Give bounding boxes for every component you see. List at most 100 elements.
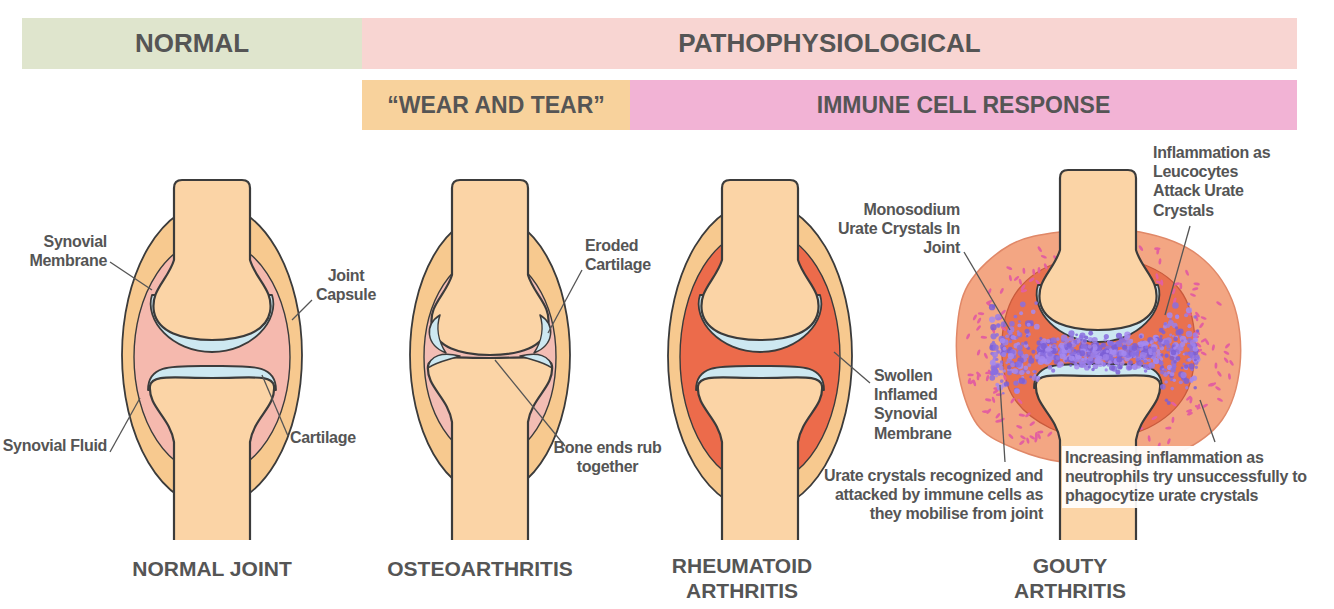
- eroded-cartilage: [429, 315, 446, 353]
- urate-crystal: [1138, 361, 1143, 366]
- leucocyte: [1198, 322, 1204, 329]
- osteoarthritis-joint: [410, 180, 570, 540]
- urate-crystal: [1116, 356, 1122, 362]
- urate-crystal: [1014, 315, 1018, 319]
- urate-crystal: [1172, 335, 1175, 338]
- urate-crystal: [1017, 350, 1023, 356]
- urate-crystal: [1188, 363, 1194, 369]
- urate-crystal: [1137, 342, 1140, 345]
- urate-crystal: [1144, 369, 1148, 373]
- leucocyte: [1224, 343, 1230, 350]
- leader-lines: [110, 226, 1215, 462]
- urate-crystal: [1024, 354, 1029, 359]
- urate-crystal: [1002, 392, 1005, 395]
- leucocyte: [1179, 283, 1182, 289]
- urate-crystal: [1159, 345, 1162, 348]
- urate-crystal: [1139, 335, 1142, 338]
- urate-crystal: [1123, 345, 1126, 348]
- urate-crystal: [1092, 337, 1098, 343]
- urate-crystal: [1145, 342, 1149, 346]
- urate-crystal: [1016, 336, 1019, 339]
- bone: [428, 357, 552, 540]
- urate-crystal: [1084, 335, 1088, 339]
- urate-crystal: [1148, 359, 1152, 363]
- callout-label: Bone ends rub together: [545, 438, 670, 476]
- urate-crystal: [1160, 384, 1166, 390]
- urate-crystal: [1088, 365, 1091, 368]
- leucocyte: [1028, 277, 1035, 283]
- leucocyte: [1018, 413, 1025, 417]
- urate-crystal: [1056, 355, 1061, 360]
- leucocyte: [1170, 401, 1177, 407]
- urate-crystal: [1052, 344, 1055, 347]
- leucocyte: [1016, 424, 1023, 429]
- urate-crystal: [1024, 329, 1029, 334]
- leucocyte: [1216, 301, 1223, 307]
- leucocyte: [999, 287, 1004, 294]
- leucocyte: [1035, 432, 1038, 439]
- urate-crystal: [1088, 356, 1093, 361]
- urate-crystal: [1167, 401, 1171, 405]
- urate-crystal: [1051, 337, 1057, 343]
- urate-crystal: [1068, 330, 1074, 336]
- urate-crystal: [1027, 323, 1031, 327]
- urate-crystal: [1074, 359, 1077, 362]
- leucocyte: [1151, 415, 1158, 420]
- leucocyte: [978, 312, 985, 315]
- urate-crystal: [1014, 388, 1019, 393]
- urate-crystal: [990, 370, 995, 375]
- urate-crystal: [992, 361, 996, 365]
- urate-crystal: [1007, 371, 1012, 376]
- leucocyte: [1188, 409, 1192, 416]
- urate-crystal: [1113, 349, 1116, 352]
- leucocyte: [1008, 275, 1012, 282]
- callout-label: Synovial Fluid: [2, 436, 107, 455]
- urate-crystal: [995, 314, 1001, 320]
- urate-crystal: [990, 360, 996, 366]
- urate-crystal: [1017, 345, 1023, 351]
- urate-crystal: [1187, 302, 1190, 305]
- leucocyte: [1229, 360, 1235, 367]
- leucocyte: [991, 396, 995, 403]
- band-title: IMMUNE CELL RESPONSE: [817, 92, 1111, 119]
- leucocyte: [1020, 434, 1027, 440]
- urate-crystal: [1165, 354, 1169, 358]
- urate-crystal: [1166, 348, 1169, 351]
- callout-label: Swollen Inflamed Synovial Membrane: [874, 366, 969, 443]
- band-title: “WEAR AND TEAR”: [387, 92, 605, 119]
- urate-crystal: [1001, 373, 1004, 376]
- urate-crystal: [1017, 323, 1021, 327]
- leucocyte: [1189, 293, 1196, 298]
- band-title: NORMAL: [135, 28, 249, 59]
- leucocyte: [1147, 435, 1150, 442]
- urate-crystal: [1075, 333, 1078, 336]
- leucocyte: [1017, 398, 1023, 405]
- urate-crystal: [1187, 344, 1191, 348]
- leucocyte: [1189, 397, 1193, 404]
- leader-line: [262, 375, 288, 436]
- urate-crystal: [1136, 358, 1139, 361]
- leader-line: [110, 262, 152, 290]
- urate-crystal: [1180, 372, 1186, 378]
- leucocyte: [1211, 344, 1215, 351]
- urate-crystal: [1036, 379, 1039, 382]
- urate-crystal: [1159, 361, 1164, 366]
- header-band: PATHOPHYSIOLOGICAL: [362, 18, 1297, 69]
- urate-crystal: [1058, 361, 1064, 367]
- urate-crystal: [1001, 352, 1006, 357]
- urate-crystal: [1103, 354, 1109, 360]
- leucocyte: [1020, 284, 1026, 291]
- urate-crystal: [1191, 376, 1197, 382]
- urate-crystal: [1193, 332, 1198, 337]
- urate-crystal: [1001, 346, 1006, 351]
- urate-crystal: [1164, 322, 1168, 326]
- urate-crystal: [1122, 345, 1127, 350]
- urate-crystal: [1140, 352, 1146, 358]
- urate-crystal: [1020, 302, 1026, 308]
- urate-crystal: [1117, 362, 1120, 365]
- leucocyte: [985, 375, 989, 382]
- urate-crystal: [1069, 356, 1074, 361]
- urate-crystal: [1099, 356, 1102, 359]
- urate-crystal: [1087, 345, 1093, 351]
- urate-crystal: [995, 333, 999, 337]
